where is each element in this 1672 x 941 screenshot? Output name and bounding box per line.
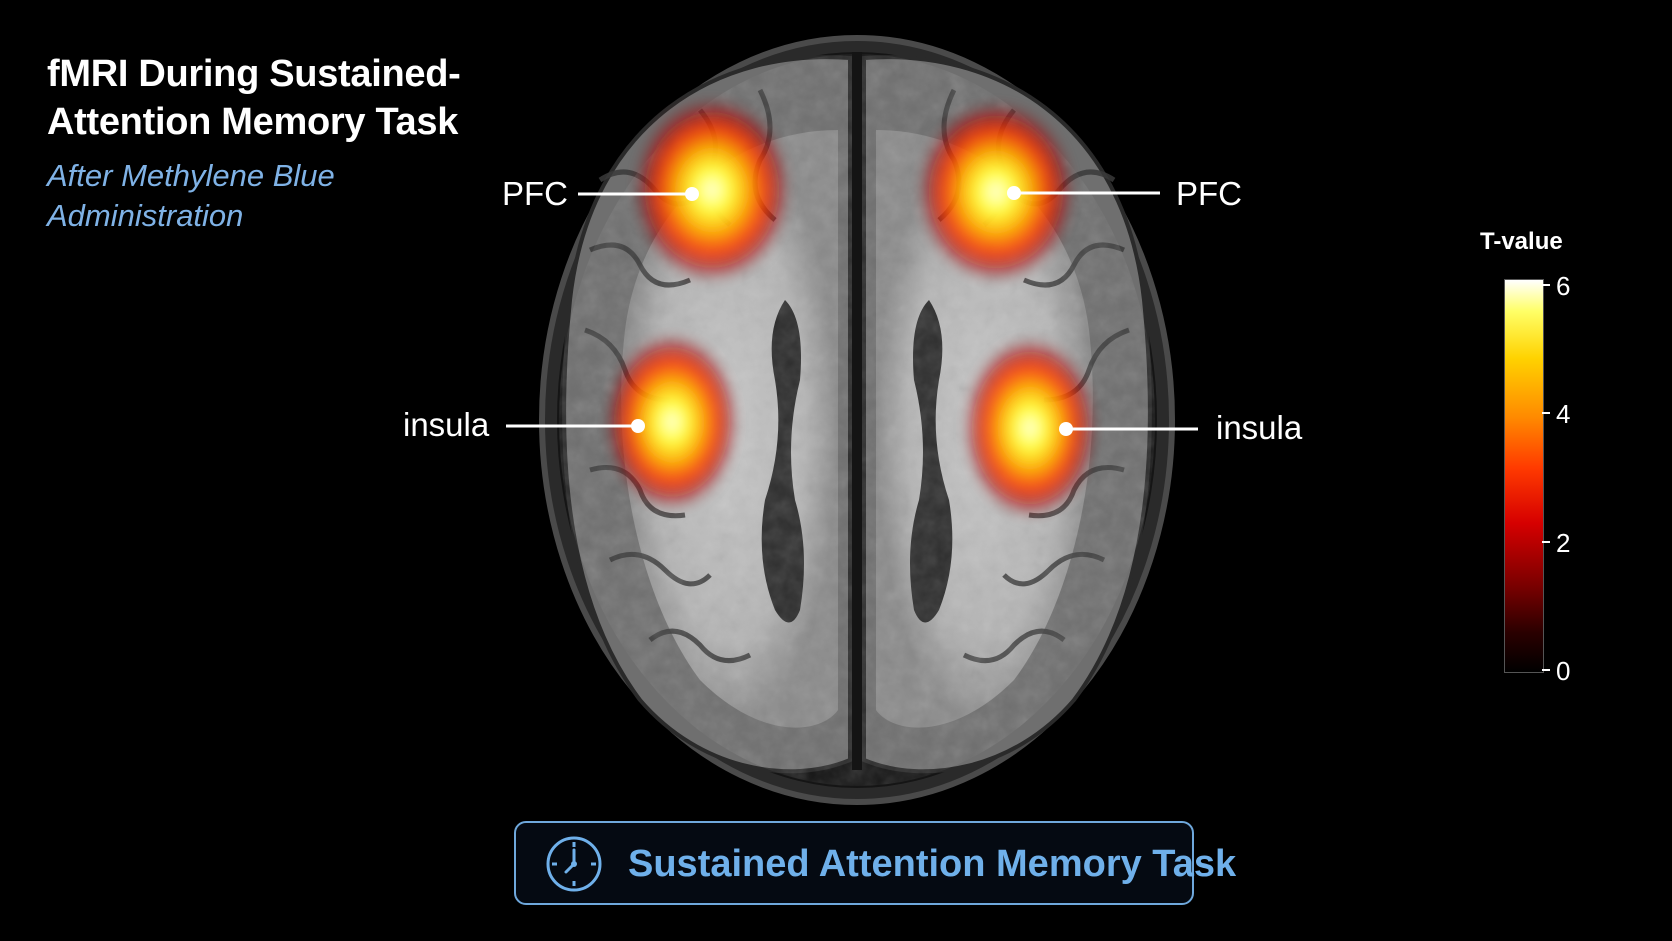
insula-left-label: insula xyxy=(403,406,490,443)
colorbar-tick xyxy=(1542,541,1550,543)
colorbar-tick-label: 0 xyxy=(1556,656,1571,686)
colorbar xyxy=(1504,279,1544,673)
insula-right-marker xyxy=(1059,422,1073,436)
insula-left-marker xyxy=(631,419,645,433)
figure-title: fMRI During Sustained-Attention Memory T… xyxy=(47,53,461,143)
task-label: Sustained Attention Memory Task xyxy=(628,843,1237,885)
insula-right-label: insula xyxy=(1216,409,1303,446)
colorbar-tick-label: 6 xyxy=(1556,271,1571,301)
pfc-right-label: PFC xyxy=(1176,175,1242,212)
colorbar-title: T-value xyxy=(1480,228,1563,255)
pfc-left-label: PFC xyxy=(502,175,568,212)
colorbar-tick-label: 4 xyxy=(1556,399,1571,429)
task-badge: Sustained Attention Memory Task xyxy=(514,821,1236,905)
colorbar-tick xyxy=(1542,284,1550,286)
colorbar-tick xyxy=(1542,669,1550,671)
colorbar-tick-label: 2 xyxy=(1556,528,1571,558)
pfc-right-marker xyxy=(1007,186,1021,200)
clock-icon xyxy=(546,836,602,892)
figure-subtitle: After Methylene Blue Administration xyxy=(47,158,335,233)
pfc-left-marker xyxy=(685,187,699,201)
colorbar-tick xyxy=(1542,412,1550,414)
